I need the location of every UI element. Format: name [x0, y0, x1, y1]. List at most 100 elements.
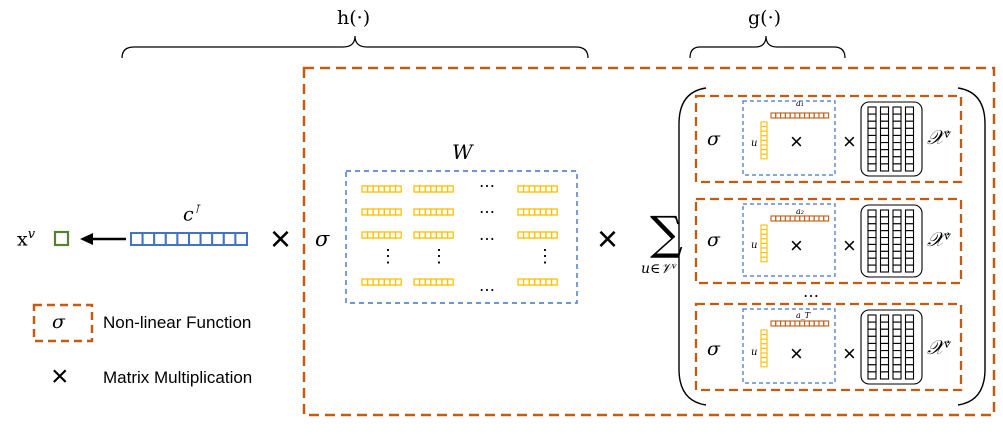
row1-X-label: 𝒳ᵛ [927, 125, 952, 149]
x-tensor-cell [879, 250, 890, 259]
x-tensor-cell [867, 106, 877, 115]
w-cell [534, 185, 542, 193]
c-vector-cell [199, 232, 214, 246]
w-cell [424, 278, 432, 286]
legend-nonlinear-label: Non-linear Function [103, 313, 252, 332]
w-vdots-c4: ⋮ [536, 246, 554, 267]
u-vector-cell [760, 121, 768, 128]
x-tensor-cell [867, 243, 877, 252]
row2-sigma: σ [707, 229, 720, 251]
w-cell [446, 208, 454, 216]
x-tensor-cell [879, 106, 890, 115]
row1-a-label: a₁ [796, 99, 804, 108]
x-tensor-cell [892, 321, 902, 330]
x-tensor-cell [879, 134, 890, 144]
w-cell [418, 231, 426, 239]
w-cell [550, 231, 558, 239]
x-tensor-cell [879, 127, 890, 136]
w-cell [424, 208, 432, 216]
w-cell [418, 278, 426, 286]
u-vector-cell [760, 139, 768, 146]
w-cell [534, 231, 542, 239]
x-tensor-cell [879, 364, 890, 373]
x-tensor-cell [892, 371, 902, 380]
u-vector-cell [760, 343, 768, 349]
brace-g [689, 35, 846, 59]
x-tensor-cell [867, 142, 877, 151]
w-cell [522, 185, 530, 193]
x-tensor-cell [867, 371, 877, 380]
a-vector-cell [808, 112, 815, 119]
w-cell [435, 208, 443, 216]
x-tensor-cell [892, 357, 902, 366]
x-tensor-cell [904, 156, 915, 165]
x-tensor-cell [904, 113, 915, 122]
rows-dots: … [803, 282, 819, 301]
x-tensor-cell [879, 156, 890, 165]
x-tensor-cell [867, 149, 877, 158]
a-vector-cell [823, 112, 830, 119]
u-vector-cell [760, 130, 768, 137]
x-tensor-cell [879, 257, 890, 266]
brace-h-label: h(·) [337, 7, 371, 29]
x-tensor-cell [904, 314, 915, 323]
x-tensor-cell [879, 142, 890, 151]
x-tensor-cell [879, 216, 890, 225]
legend-times: × [51, 360, 69, 393]
w-cell [430, 231, 438, 239]
sum-symbol: ∑ [650, 206, 683, 260]
x-tensor-frame [860, 309, 923, 385]
w-cell [394, 185, 402, 193]
c-vector-cell [130, 232, 144, 246]
a-vector-cell [775, 112, 782, 119]
u-vector-cell [760, 229, 768, 235]
output-node [53, 230, 70, 247]
a-vector-cell [789, 215, 796, 222]
x-tensor-cell [904, 142, 915, 151]
w-cell [413, 231, 421, 239]
w-cell [522, 208, 530, 216]
w-cell [413, 185, 421, 193]
x-tensor-frame [860, 101, 923, 177]
row-inner-box [742, 203, 836, 277]
w-cell [430, 208, 438, 216]
x-tensor-cell [904, 237, 915, 245]
u-vector-cell [760, 352, 768, 359]
x-tensor-cell [867, 120, 877, 129]
u-vector-cell [760, 153, 768, 160]
w-cell [372, 208, 380, 216]
arrow-head [80, 233, 93, 245]
w-cell [383, 208, 391, 216]
w-cell [361, 278, 369, 286]
x-tensor-cell [892, 264, 902, 273]
x-tensor-cell [892, 209, 902, 218]
w-cell [550, 208, 558, 216]
w-cell [418, 185, 426, 193]
x-tensor-cell [892, 156, 902, 165]
u-vector-cell [760, 224, 768, 231]
x-tensor-cell [867, 134, 877, 144]
u-vector-cell [760, 252, 768, 258]
w-cell [441, 208, 449, 216]
a-vector-cell [784, 112, 791, 119]
x-tensor-cell [892, 120, 902, 129]
x-tensor-cell [892, 237, 902, 245]
x-tensor-cell [867, 237, 877, 245]
a-vector-cell [804, 112, 810, 119]
x-tensor-cell [904, 350, 915, 359]
x-tensor-cell [892, 223, 902, 232]
x-tensor-cell [879, 342, 890, 352]
x-tensor-cell [879, 223, 890, 232]
w-cell [534, 278, 542, 286]
w-dots-r1: … [479, 172, 495, 191]
c-vector [130, 232, 248, 246]
a-vector-cell [804, 320, 810, 327]
w-cell [413, 278, 421, 286]
x-tensor-cell [867, 314, 877, 323]
a-vector-cell [813, 320, 820, 327]
row-dashed-box [694, 302, 963, 392]
row-dashed-box [694, 197, 963, 285]
times-1: × [270, 218, 292, 259]
w-label: W [452, 140, 473, 164]
legend-matmul-label: Matrix Multiplication [103, 368, 253, 387]
